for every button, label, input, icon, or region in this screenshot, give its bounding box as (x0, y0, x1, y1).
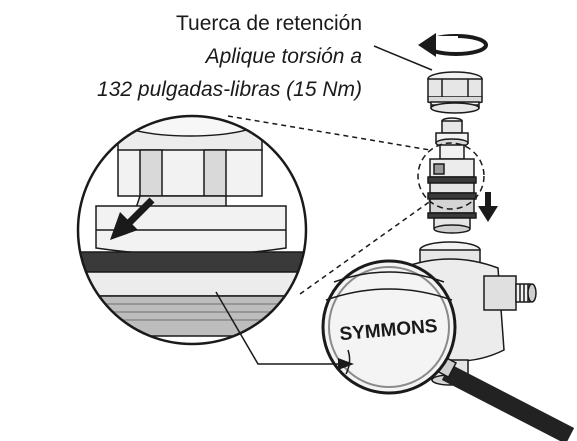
detail-to-magnifier-leader (215, 291, 354, 370)
retaining-nut (427, 71, 483, 114)
torque-instruction-line2: 132 pulgadas-libras (15 Nm) (97, 78, 362, 101)
projection-line-bottom (299, 199, 433, 295)
retaining-nut-label: Tuerca de retención (176, 12, 362, 35)
torque-instruction-line1: Aplique torsión a (204, 45, 362, 68)
retaining-nut-leader-line (373, 45, 433, 71)
magnifier-handle (441, 364, 575, 441)
projection-line-top (227, 115, 431, 151)
rotate-arrow-icon (418, 33, 488, 57)
magnifier-lens (321, 259, 457, 395)
slot-arrow-icon (110, 197, 155, 240)
down-arrow-icon (478, 192, 498, 222)
cartridge-stem (435, 117, 469, 160)
detail-highlight-circle (417, 142, 485, 210)
detail-magnified-view (76, 114, 308, 346)
magnifying-glass: SYMMONS (321, 259, 575, 441)
cartridge-body (427, 158, 477, 234)
